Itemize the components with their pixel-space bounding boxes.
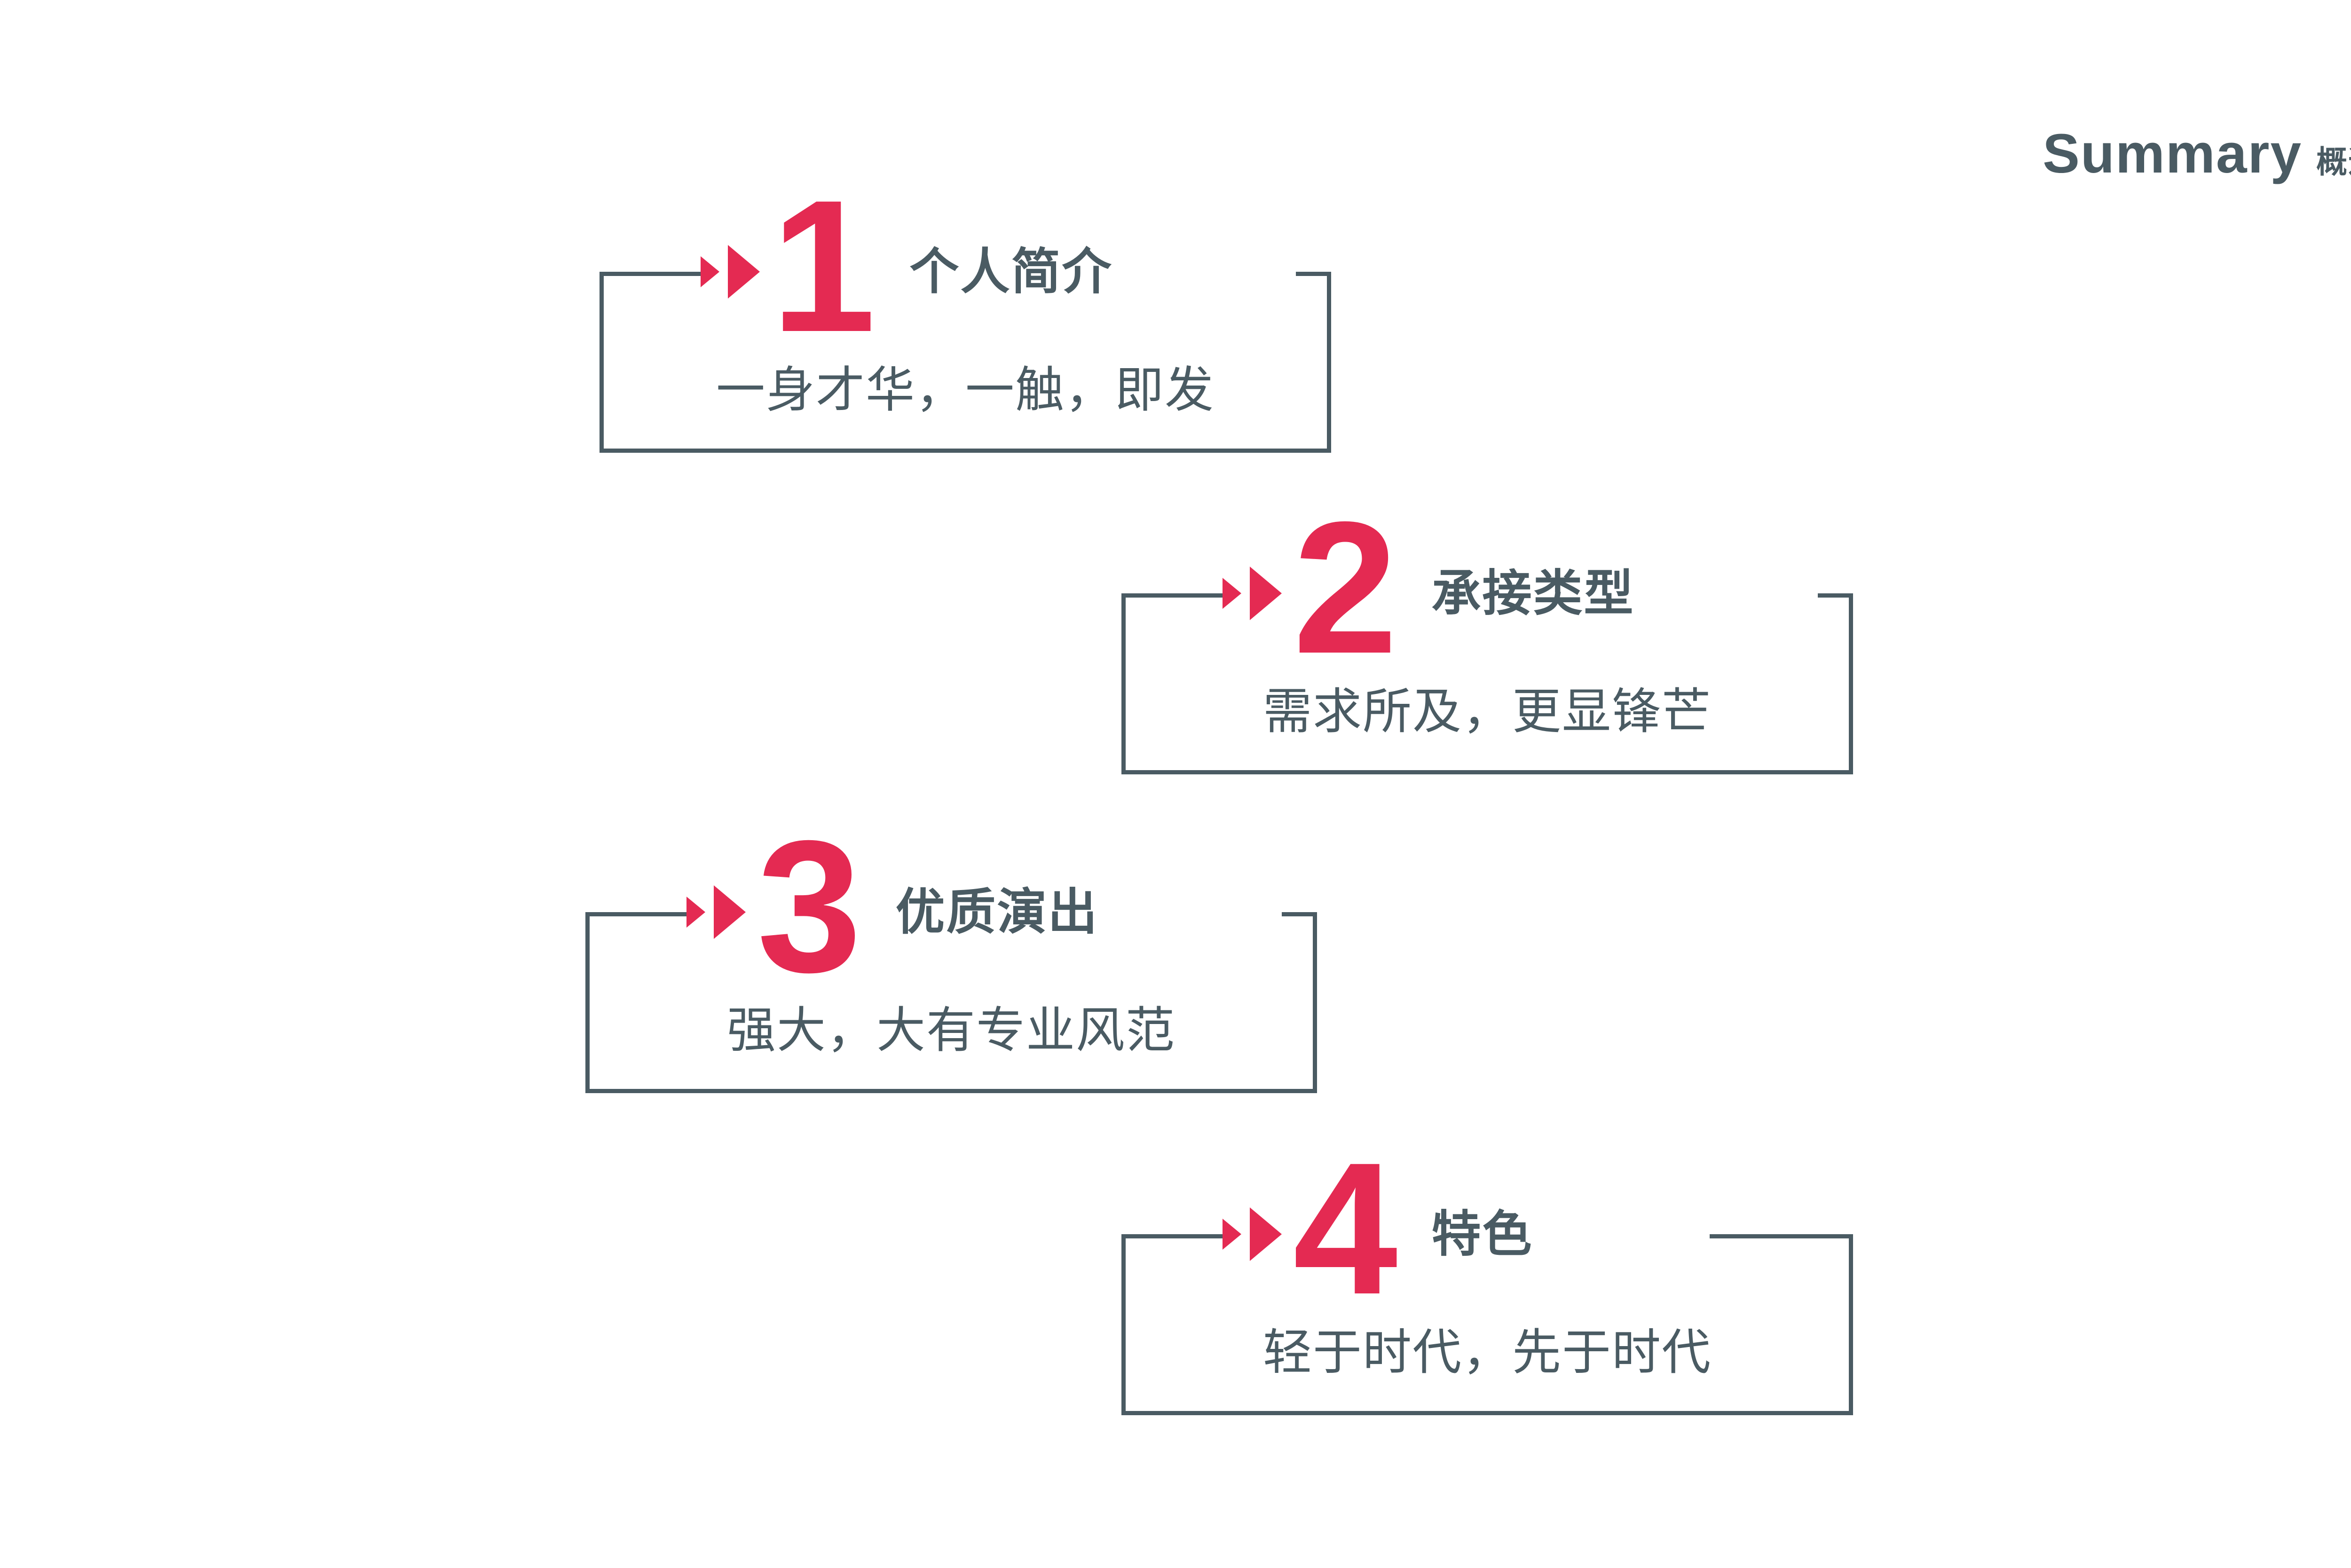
- block-frame-left-edge: [585, 912, 590, 1093]
- block-frame-bottom-edge: [600, 449, 1331, 453]
- arrow-small-icon: [686, 897, 705, 928]
- block-frame-top-left-stub: [1121, 593, 1223, 598]
- block-description: 强大，大有专业风范: [726, 1003, 1176, 1058]
- block-title: 承接类型: [1431, 566, 1635, 621]
- arrow-large-icon: [728, 245, 760, 299]
- block-description: 需求所及，更显锋芒: [1262, 685, 1712, 739]
- arrow-small-icon: [1223, 1219, 1241, 1250]
- block-frame-top-right-stub: [1282, 912, 1317, 916]
- arrow-large-icon: [1250, 1207, 1282, 1261]
- block-frame-left-edge: [600, 272, 604, 453]
- block-frame-right-edge: [1849, 1234, 1853, 1415]
- block-title: 特色: [1431, 1206, 1533, 1262]
- arrow-small-icon: [701, 256, 719, 287]
- block-description: 一身才华，一触，即发: [716, 363, 1215, 418]
- block-number: 3: [757, 801, 861, 1011]
- block-frame-top-left-stub: [1121, 1234, 1223, 1238]
- double-arrow-icon: [701, 245, 760, 299]
- double-arrow-icon: [1223, 1207, 1282, 1261]
- summary-block-1[interactable]: 1 个人简介 一身才华，一触，即发: [600, 172, 1331, 453]
- block-frame-top-left-stub: [600, 272, 701, 276]
- block-number: 1: [771, 161, 876, 371]
- arrow-large-icon: [1250, 567, 1282, 620]
- block-frame-right-edge: [1313, 912, 1317, 1093]
- summary-block-2[interactable]: 2 承接类型 需求所及，更显锋芒: [1121, 494, 1853, 774]
- page-title-english: Summary: [2043, 123, 2302, 185]
- arrow-small-icon: [1223, 578, 1241, 609]
- block-frame-bottom-edge: [585, 1089, 1317, 1093]
- double-arrow-icon: [1223, 567, 1282, 620]
- summary-block-3[interactable]: 3 优质演出 强大，大有专业风范: [585, 812, 1317, 1093]
- block-title: 优质演出: [895, 884, 1099, 940]
- block-frame-right-edge: [1849, 593, 1853, 774]
- block-frame-bottom-edge: [1121, 1411, 1853, 1415]
- arrow-large-icon: [714, 885, 746, 939]
- block-description: 轻于时代，先于时代: [1262, 1325, 1712, 1380]
- block-frame-right-edge: [1327, 272, 1331, 453]
- summary-block-4[interactable]: 4 特色 轻于时代，先于时代: [1121, 1135, 1853, 1415]
- block-frame-left-edge: [1121, 593, 1126, 774]
- block-frame-top-right-stub: [1818, 593, 1853, 598]
- block-number: 4: [1293, 1123, 1397, 1333]
- block-frame-top-left-stub: [585, 912, 686, 916]
- block-frame-bottom-edge: [1121, 770, 1853, 774]
- block-frame-left-edge: [1121, 1234, 1126, 1415]
- block-frame-top-right-stub: [1710, 1234, 1853, 1238]
- double-arrow-icon: [686, 885, 746, 939]
- block-number: 2: [1293, 482, 1397, 693]
- block-frame-top-right-stub: [1296, 272, 1331, 276]
- block-title: 个人简介: [909, 244, 1113, 299]
- page-title-chinese: 概述: [2316, 144, 2351, 179]
- page-title: Summary 概述: [2043, 126, 2351, 181]
